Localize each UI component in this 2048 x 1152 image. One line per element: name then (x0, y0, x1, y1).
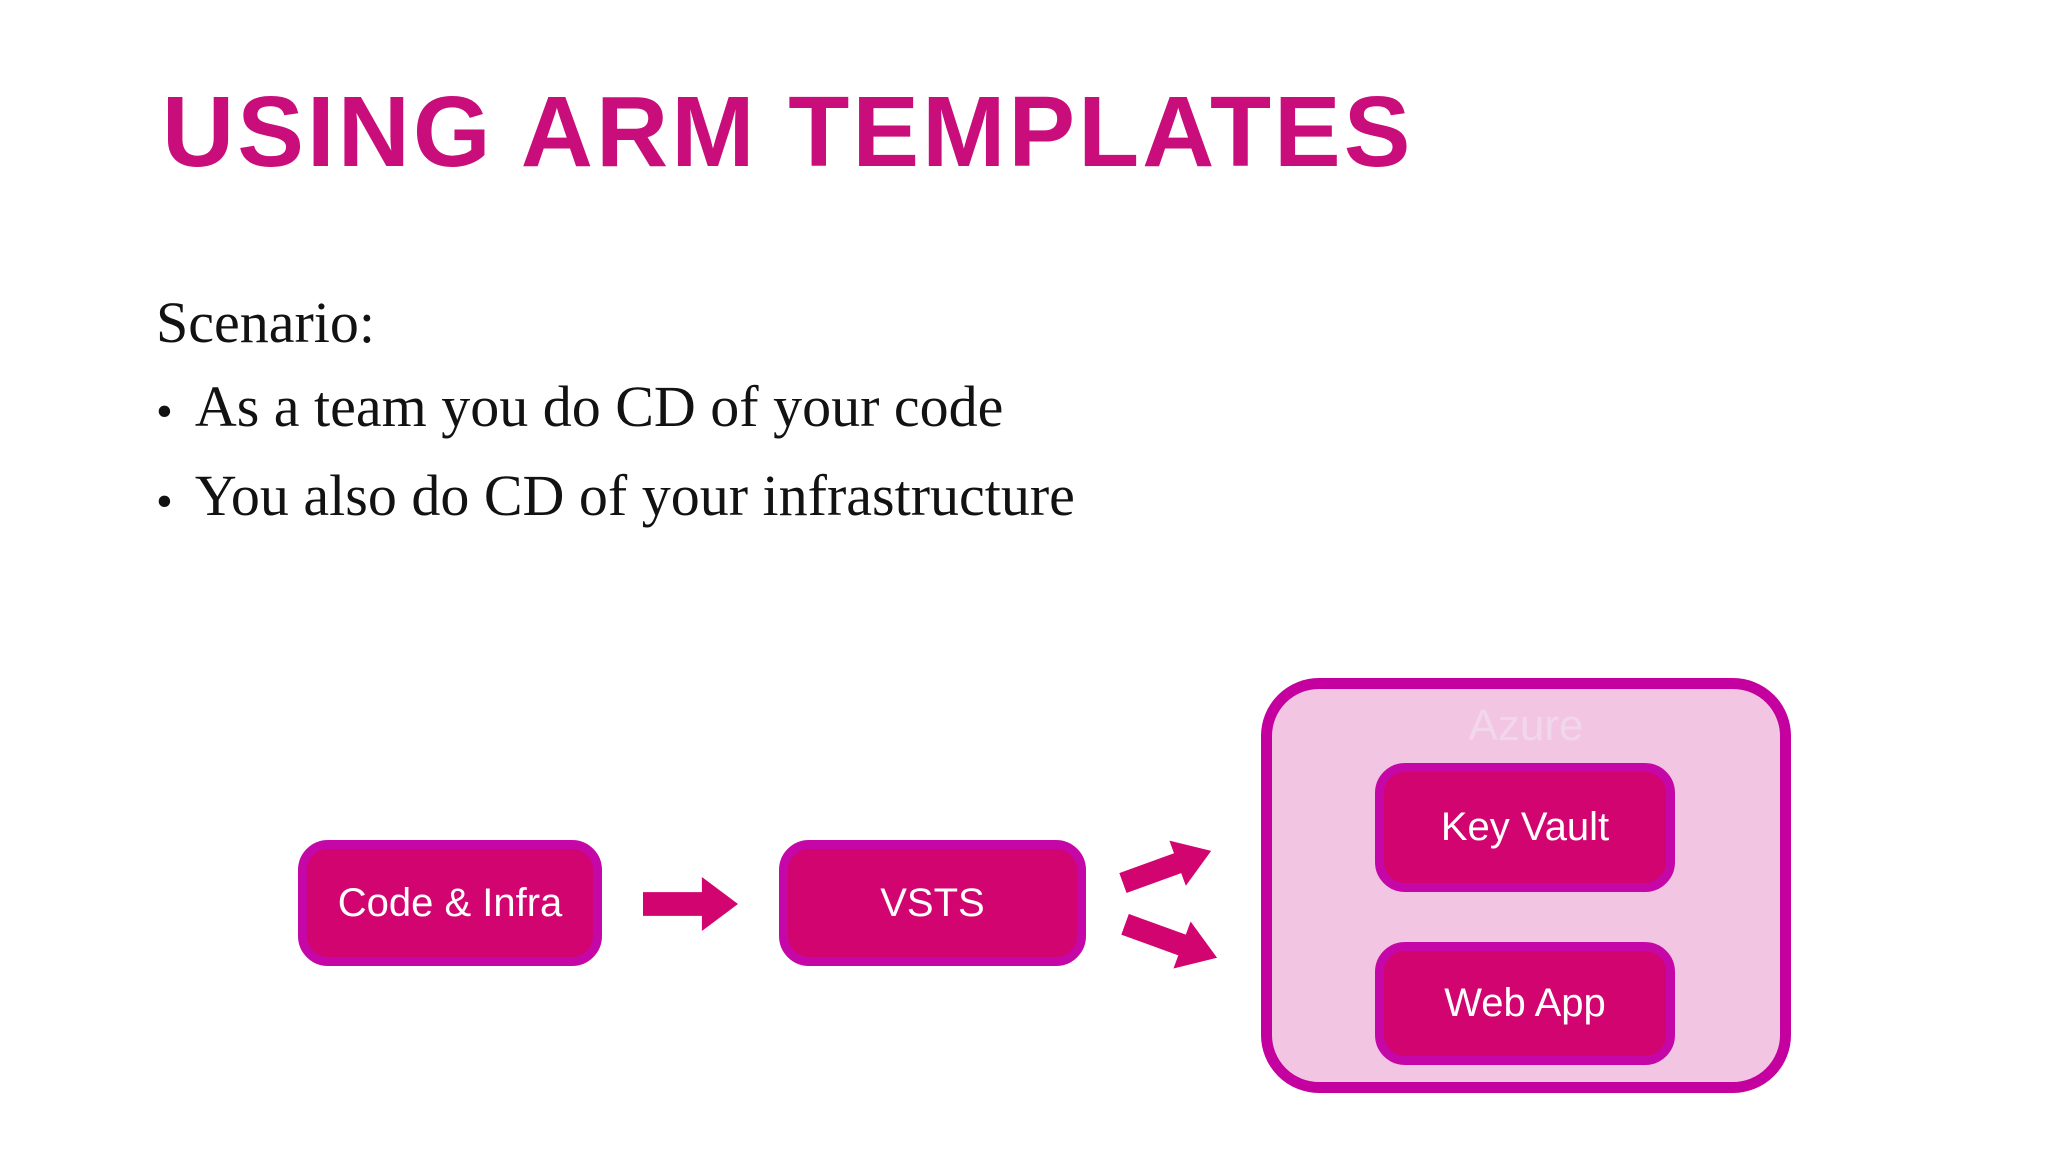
arrow-up-right-icon (1115, 828, 1220, 905)
scenario-heading: Scenario: (156, 290, 376, 355)
node-code-infra: Code & Infra (298, 840, 602, 966)
bullet-item: • You also do CD of your infrastructure (156, 461, 1075, 531)
node-vsts: VSTS (779, 840, 1086, 966)
bullet-marker: • (156, 475, 173, 529)
node-key-vault-label: Key Vault (1440, 805, 1610, 849)
node-web-app: Web App (1375, 942, 1675, 1065)
node-web-app-label: Web App (1444, 981, 1606, 1025)
arrow-down-right-icon (1116, 901, 1225, 982)
scenario-block: Scenario: • As a team you do CD of your c… (156, 288, 1075, 551)
bullet-marker: • (156, 385, 173, 439)
azure-label: Azure (1468, 701, 1584, 750)
node-key-vault: Key Vault (1375, 763, 1675, 892)
arrow-right-icon (643, 877, 738, 931)
bullet-text: As a team you do CD of your code (194, 373, 1004, 439)
bullet-item: • As a team you do CD of your code (156, 372, 1075, 442)
bullet-text: You also do CD of your infrastructure (194, 463, 1075, 529)
node-code-infra-label: Code & Infra (337, 880, 563, 925)
node-vsts-label: VSTS (880, 880, 985, 925)
slide-title: USING ARM TEMPLATES (162, 76, 1414, 188)
azure-container: Azure Key Vault Web App (1261, 678, 1791, 1093)
